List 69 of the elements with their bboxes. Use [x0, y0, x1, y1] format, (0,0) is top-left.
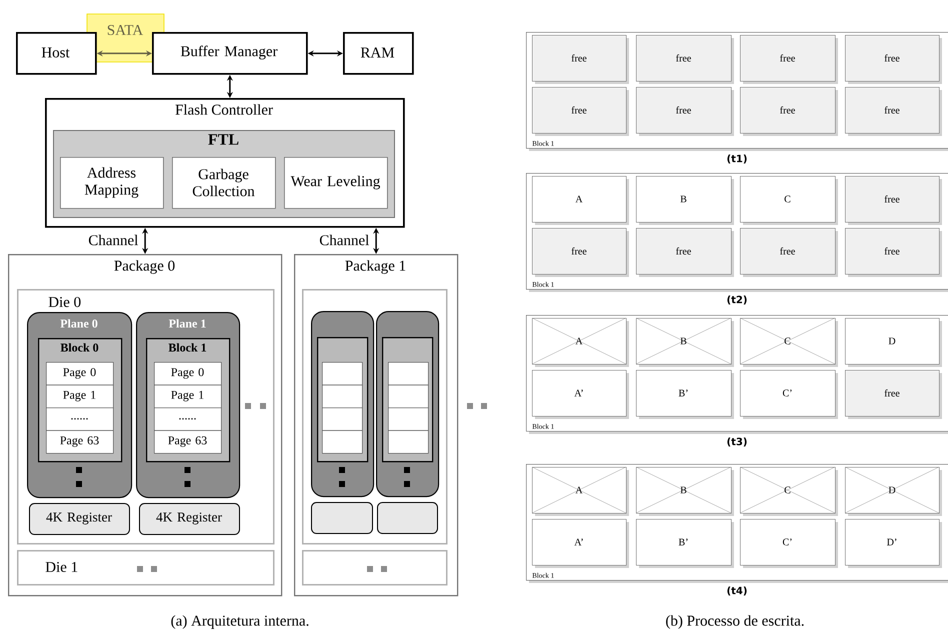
page-cell: A’: [532, 370, 629, 419]
page-cell: ......: [154, 408, 222, 431]
die-box: [302, 550, 448, 586]
page-cell: ......: [46, 408, 114, 431]
page-cell: free: [636, 228, 734, 277]
page-cell: A’: [532, 519, 629, 568]
module-box: Address Mapping: [60, 157, 164, 209]
page-cell: [388, 408, 429, 431]
page-cell: Page 63: [46, 430, 114, 454]
page-cell: free: [740, 35, 838, 84]
page-cell: free: [845, 87, 942, 136]
page-cell: free: [532, 87, 629, 136]
page-cell: Page 0: [154, 362, 222, 386]
process-box: Host: [16, 32, 97, 75]
invalid-page-cell: B: [636, 318, 734, 367]
page-cell: C’: [740, 519, 838, 568]
edge-label: SATA: [108, 24, 144, 36]
process-box: Buffer Manager: [152, 32, 308, 75]
panel-caption: (t4): [727, 586, 747, 596]
page-cell: B: [636, 176, 734, 225]
page-cell: B’: [636, 370, 734, 419]
caption: (b) Processo de escrita.: [666, 615, 804, 629]
panel-caption: (t1): [727, 154, 747, 164]
invalid-page-cell: D: [844, 466, 942, 516]
page-cell: free: [845, 370, 942, 419]
panel-caption: (t3): [727, 438, 747, 446]
page-cell: [388, 362, 429, 386]
page-cell: free: [845, 228, 942, 277]
page-cell: [322, 408, 363, 431]
page-cell: free: [532, 228, 629, 277]
page-cell: free: [845, 35, 942, 84]
panel-caption: (t2): [727, 296, 747, 304]
page-cell: C’: [740, 370, 838, 419]
page-cell: A: [532, 176, 629, 225]
page-cell: [388, 430, 429, 454]
process-box: RAM: [343, 32, 414, 75]
page-cell: free: [636, 87, 734, 136]
page-cell: Page 1: [154, 384, 222, 408]
register-box: [377, 502, 438, 534]
module-box: Wear Leveling: [284, 157, 388, 209]
page-cell: Page 0: [46, 362, 114, 386]
invalid-page-cell: C: [740, 318, 838, 367]
register-box: 4K Register: [139, 503, 240, 535]
page-cell: D: [845, 318, 942, 367]
page-cell: [322, 362, 363, 386]
page-cell: B’: [636, 519, 734, 568]
page-cell: free: [845, 176, 942, 225]
page-cell: [322, 384, 363, 408]
edge-label: Channel: [320, 234, 369, 246]
page-cell: C: [740, 176, 838, 225]
page-cell: Page 63: [154, 430, 222, 454]
page-cell: [388, 384, 429, 408]
module-box: Garbage Collection: [172, 157, 276, 209]
invalid-page-cell: B: [636, 466, 734, 516]
page-cell: free: [740, 228, 838, 277]
register-box: [311, 502, 373, 534]
invalid-page-cell: A: [532, 466, 629, 516]
page-cell: D’: [845, 519, 942, 568]
page-cell: free: [532, 35, 629, 84]
die-box: Die 1: [17, 550, 274, 586]
page-cell: Page 1: [46, 384, 114, 408]
page-cell: free: [636, 35, 734, 84]
invalid-page-cell: C: [740, 466, 838, 516]
page-cell: [322, 430, 363, 454]
register-box: 4K Register: [29, 503, 130, 535]
page-cell: free: [740, 87, 838, 136]
invalid-page-cell: A: [532, 318, 629, 367]
caption: (a) Arquitetura interna.: [171, 615, 308, 629]
edge-label: Channel: [88, 234, 138, 246]
